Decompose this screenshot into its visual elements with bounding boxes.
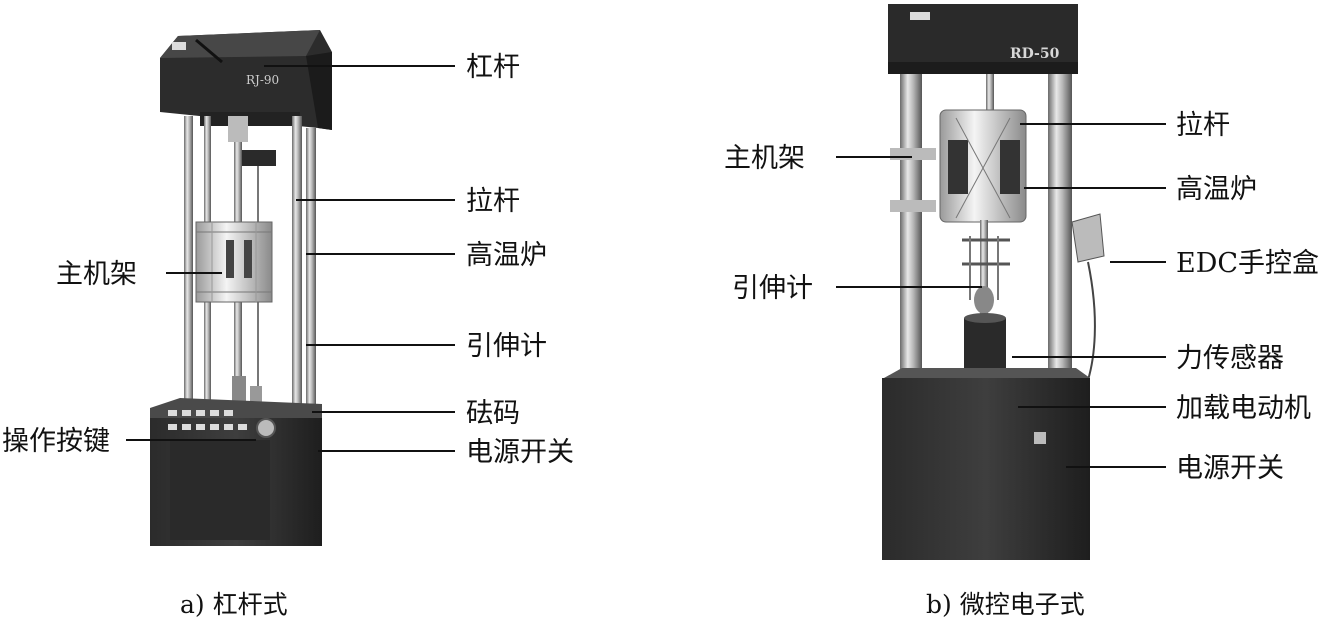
label-a-power-switch: 电源开关 bbox=[466, 437, 574, 468]
label-b-extensometer: 引伸计 bbox=[732, 273, 813, 304]
label-b-pull-rod: 拉杆 bbox=[1176, 110, 1230, 141]
machine-b-leaders bbox=[836, 123, 1166, 468]
model-plate-a: RJ-90 bbox=[246, 73, 279, 87]
machine-a-photo: RJ-90 bbox=[150, 30, 332, 546]
label-a-extensometer: 引伸计 bbox=[466, 331, 547, 362]
machine-a-labels: 杠杆 拉杆 主机架 高温炉 引伸计 砝码 操作按键 电源开关 bbox=[2, 52, 574, 468]
label-a-pull-rod: 拉杆 bbox=[466, 186, 520, 217]
label-b-furnace: 高温炉 bbox=[1176, 174, 1257, 205]
label-b-main-frame: 主机架 bbox=[724, 143, 805, 174]
label-b-motor: 加载电动机 bbox=[1176, 393, 1311, 424]
label-a-furnace: 高温炉 bbox=[466, 240, 547, 271]
label-a-lever: 杠杆 bbox=[466, 52, 520, 83]
machine-a-leaders bbox=[126, 65, 455, 452]
machine-b-labels: 拉杆 主机架 高温炉 EDC手控盒 引伸计 力传感器 加载电动机 电源开关 bbox=[724, 110, 1319, 484]
caption-a: a) 杠杆式 bbox=[180, 590, 288, 619]
machine-b-photo: RD-50 bbox=[882, 4, 1105, 560]
label-a-main-frame: 主机架 bbox=[56, 259, 137, 290]
label-b-edc-box: EDC手控盒 bbox=[1176, 248, 1319, 279]
label-b-power-switch: 电源开关 bbox=[1176, 453, 1284, 484]
caption-b: b) 微控电子式 bbox=[926, 590, 1085, 619]
label-a-operation-keys: 操作按键 bbox=[2, 426, 110, 457]
model-plate-b: RD-50 bbox=[1010, 46, 1060, 62]
label-a-weights: 砝码 bbox=[466, 398, 520, 429]
label-b-force-sensor: 力传感器 bbox=[1176, 343, 1284, 374]
